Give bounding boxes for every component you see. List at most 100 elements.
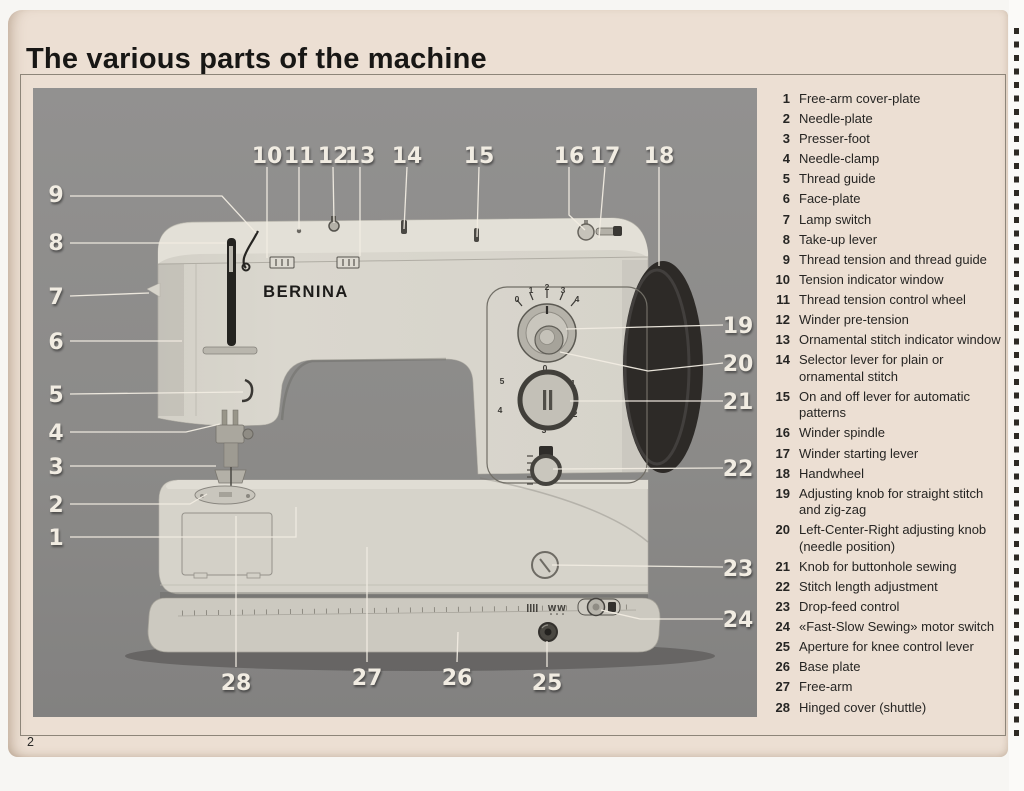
free-arm-cover-plate (181, 512, 273, 579)
machine-photo: BERNINA (33, 88, 757, 717)
lamp-switch (146, 282, 161, 298)
thread-guide-bar (202, 346, 258, 355)
ww-marking: WW (548, 604, 567, 613)
motor-speed-switch (577, 597, 621, 617)
part-label: On and off lever for automatic patterns (799, 388, 971, 421)
part-label: Winder pre-tension (799, 312, 909, 328)
dial-scale-ticks (516, 290, 577, 307)
callout-number-14: 14 (392, 144, 423, 169)
part-number: 24 (775, 619, 790, 635)
callout-number-26: 26 (442, 666, 473, 691)
part-number: 20 (775, 522, 790, 538)
callout-number-28: 28 (221, 671, 252, 696)
callout-number-11: 11 (284, 144, 315, 169)
tension-indicator-window (269, 256, 295, 269)
callout-line-19 (565, 324, 724, 330)
part-label: Left-Center-Right adjusting knob (needle… (799, 522, 987, 554)
dial-scale-number: 3 (561, 285, 566, 295)
part-label: Needle-plate (799, 111, 873, 127)
part-label: Presser-foot (799, 131, 870, 147)
callout-line-12 (332, 166, 335, 224)
part-label: Free-arm (799, 679, 853, 695)
part-number: 23 (775, 599, 790, 615)
part-number: 17 (775, 445, 790, 461)
part-number: 5 (782, 171, 790, 187)
part-number: 10 (775, 271, 790, 287)
parts-list-item: 1 Free-arm cover-plate (770, 91, 1005, 108)
callout-number-19: 19 (723, 314, 754, 339)
callout-number-5: 5 (48, 383, 63, 408)
callout-line-22 (552, 467, 724, 470)
dial-scale-number: 2 (545, 282, 550, 292)
part-number: 7 (782, 211, 790, 227)
part-number: 19 (775, 485, 790, 501)
winder-assembly (577, 220, 622, 241)
callout-number-22: 22 (723, 457, 754, 482)
part-label: Needle-clamp (799, 151, 880, 167)
part-number: 4 (782, 151, 790, 167)
part-label: Hinged cover (shuttle) (799, 699, 927, 715)
callout-number-20: 20 (723, 352, 754, 377)
arm-underside-shade (280, 357, 447, 421)
part-label: Stitch length adjustment (799, 578, 938, 594)
part-number: 11 (776, 291, 790, 307)
callout-number-24: 24 (723, 608, 754, 633)
base-plate (147, 597, 661, 653)
part-label: Winder starting lever (799, 445, 919, 461)
callout-line-4 (70, 423, 221, 433)
parts-list-item: 18 Handwheel (770, 466, 1005, 483)
part-label: Knob for buttonhole sewing (799, 558, 957, 574)
part-label: Lamp switch (799, 211, 872, 227)
part-number: 22 (775, 578, 790, 594)
part-label: Free-arm cover-plate (799, 91, 921, 106)
top-edge-line (157, 256, 649, 265)
base-seam (177, 609, 637, 617)
parts-list-item: 22 Stitch length adjustment (770, 579, 1005, 596)
page-number: 2 (27, 735, 34, 749)
callout-line-7 (69, 292, 150, 297)
base-markings: WW (527, 604, 566, 615)
part-label: Winder spindle (799, 425, 885, 441)
buttonhole-knob: 012345 (498, 363, 579, 435)
part-number: 13 (775, 332, 790, 348)
parts-list-item: 4 Needle-clamp (770, 151, 1005, 168)
callout-number-9: 9 (48, 183, 63, 208)
callout-number-6: 6 (48, 330, 63, 355)
part-number: 1 (782, 91, 790, 106)
callout-number-15: 15 (464, 144, 495, 169)
needle-assembly (214, 409, 254, 490)
tension-wheel-pin (296, 228, 302, 234)
part-label: Aperture for knee control lever (799, 639, 974, 655)
part-label: Base plate (799, 659, 861, 675)
sewing-machine-illustration: BERNINA (33, 88, 757, 717)
callout-number-23: 23 (723, 557, 754, 582)
thread-guide (241, 378, 254, 403)
callout-number-13: 13 (345, 144, 376, 169)
callout-number-8: 8 (48, 231, 63, 256)
part-label: Face-plate (799, 191, 861, 207)
callout-line-26 (456, 631, 459, 663)
part-number: 25 (775, 639, 790, 655)
part-label: Handwheel (799, 465, 865, 481)
callout-number-25: 25 (532, 671, 563, 696)
part-number: 8 (782, 231, 790, 247)
callout-number-1: 1 (48, 526, 63, 551)
part-number: 18 (775, 465, 790, 481)
callout-line-23 (551, 564, 724, 568)
part-number: 28 (775, 699, 790, 715)
